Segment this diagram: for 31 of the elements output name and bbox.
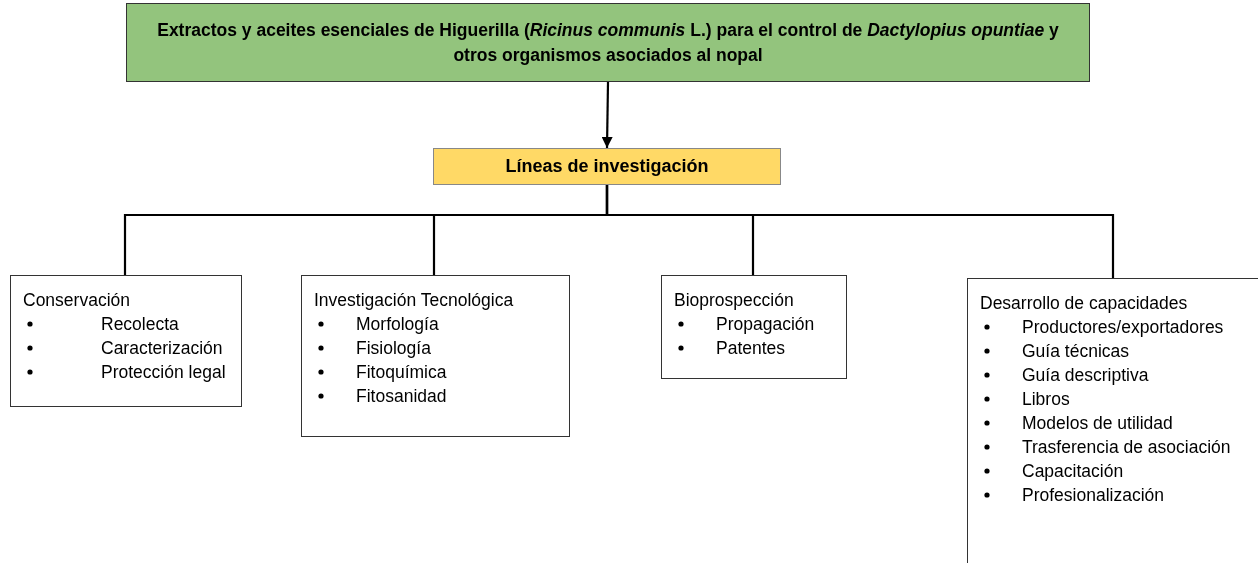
list-item: Propagación xyxy=(716,314,815,334)
list-item: Trasferencia de asociación xyxy=(1022,437,1231,457)
category-heading: Conservación xyxy=(23,289,131,312)
hub-label: Líneas de investigación xyxy=(505,156,709,177)
list-item: Recolecta xyxy=(101,314,179,334)
list-item: Productores/exportadores xyxy=(1022,317,1224,337)
category-box xyxy=(661,275,847,379)
list-item: Fitoquímica xyxy=(356,362,447,382)
list-item: Libros xyxy=(1022,389,1070,409)
category-box xyxy=(301,275,570,437)
category-box xyxy=(10,275,242,407)
hub-box xyxy=(433,148,781,185)
arrow xyxy=(601,82,613,148)
list-item: Guía técnicas xyxy=(1022,341,1129,361)
title-box xyxy=(126,3,1090,82)
title-text: Extractos y aceites esenciales de Higuerilla (Ricinus communis L.) para el control de Dactylopius opuntiae y otros organismos asociados al nopal xyxy=(156,19,1060,67)
list-item: Guía descriptiva xyxy=(1022,365,1149,385)
category-heading: Investigación Tecnológica xyxy=(314,289,515,312)
list-item: Caracterización xyxy=(101,338,223,358)
connector-line xyxy=(605,185,1115,278)
list-item: Fitosanidad xyxy=(356,386,447,406)
list-item: Morfología xyxy=(356,314,439,334)
list-item: Profesionalización xyxy=(1022,485,1165,505)
category-heading: Bioprospección xyxy=(674,289,795,312)
category-heading: Desarrollo de capacidades xyxy=(980,292,1189,315)
list-item: Capacitación xyxy=(1022,461,1124,481)
category-box xyxy=(967,278,1258,563)
list-item: Protección legal xyxy=(101,362,226,382)
list-item: Patentes xyxy=(716,338,786,358)
list-item: Modelos de utilidad xyxy=(1022,413,1173,433)
list-item: Fisiología xyxy=(356,338,431,358)
